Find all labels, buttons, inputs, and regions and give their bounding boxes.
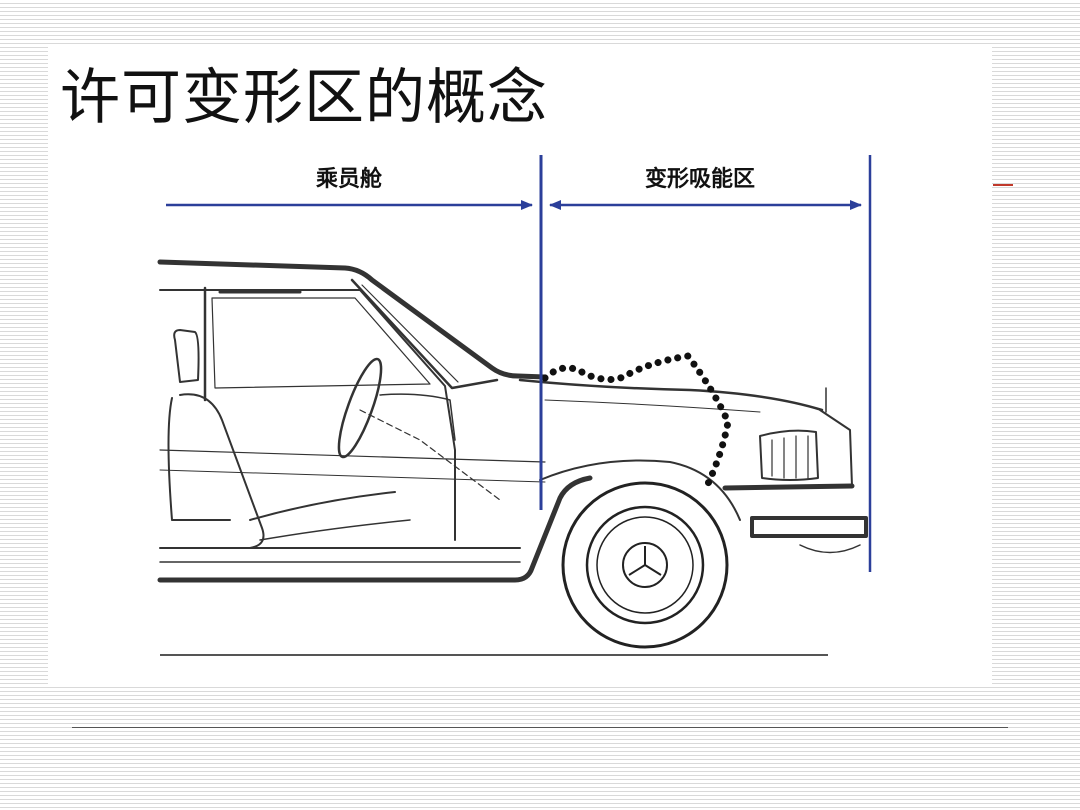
- zone-label-passenger-cabin: 乘员舱: [316, 167, 383, 192]
- bottom-rule: [72, 727, 1008, 728]
- zone-label-crumple-zone: 变形吸能区: [645, 167, 756, 192]
- deformation-boundary-dotted: [541, 352, 732, 494]
- slide-title: 许可变形区的概念: [60, 63, 548, 133]
- accent-mark: [993, 184, 1013, 186]
- front-wheel-drawing: [561, 481, 729, 649]
- car-body-drawing: [157, 259, 868, 583]
